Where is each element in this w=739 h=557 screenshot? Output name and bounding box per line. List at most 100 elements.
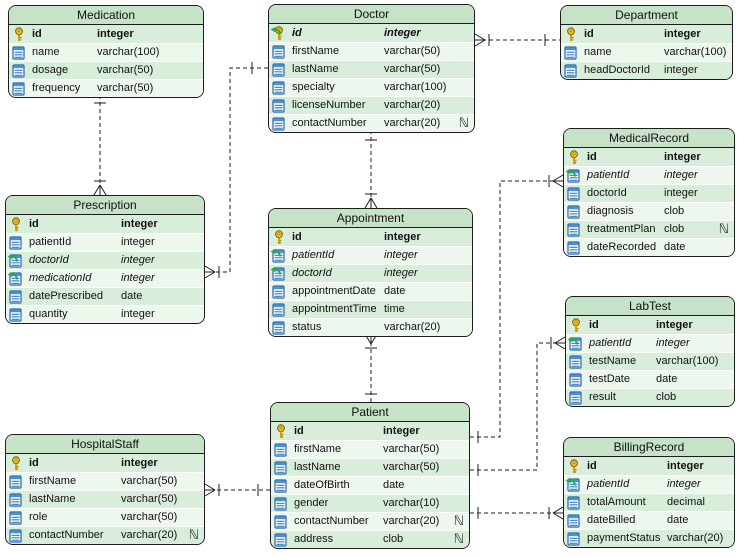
primary-key-icon [272, 230, 288, 244]
relationship-patient-labtest[interactable] [470, 336, 566, 476]
column-type: clob [664, 223, 685, 235]
column-name: status [292, 321, 322, 333]
column-type: integer [383, 425, 420, 437]
relationship-patient-billingrecord[interactable] [470, 506, 564, 520]
column-icon [272, 45, 288, 59]
primary-key-icon [567, 459, 583, 473]
column-type: date [667, 514, 689, 526]
relationship-patient-appointment[interactable] [364, 333, 378, 402]
column-name: treatmentPlan [587, 223, 656, 235]
column-name: contactNumber [292, 117, 367, 129]
column-icon [274, 515, 290, 529]
relationship-medication-prescription[interactable] [93, 95, 107, 196]
column-icon [569, 355, 585, 369]
table-title: Patient [271, 403, 469, 422]
column-icon [9, 290, 25, 304]
column-type: integer [664, 28, 701, 40]
column-name: patientId [292, 249, 335, 261]
column-type: date [656, 373, 678, 385]
relationship-patient-hospitalstaff[interactable] [204, 483, 270, 497]
column-type: integer [664, 169, 698, 181]
relationship-doctor-appointment[interactable] [364, 130, 378, 209]
relationship-patient-medicalrecord[interactable] [470, 174, 564, 443]
column-name: appointmentDate [292, 285, 376, 297]
relationship-department-doctor[interactable] [474, 33, 560, 47]
column-type: varchar(10) [383, 497, 440, 509]
column-icon [272, 99, 288, 113]
column-icon [12, 82, 28, 96]
column-icon [272, 81, 288, 95]
column-type: date [121, 290, 143, 302]
column-type: varchar(20) [383, 515, 440, 527]
relationship-doctor-prescription[interactable] [204, 62, 268, 279]
column-icon [272, 285, 288, 299]
column-name: id [587, 460, 597, 472]
table-title: MedicalRecord [564, 129, 734, 148]
